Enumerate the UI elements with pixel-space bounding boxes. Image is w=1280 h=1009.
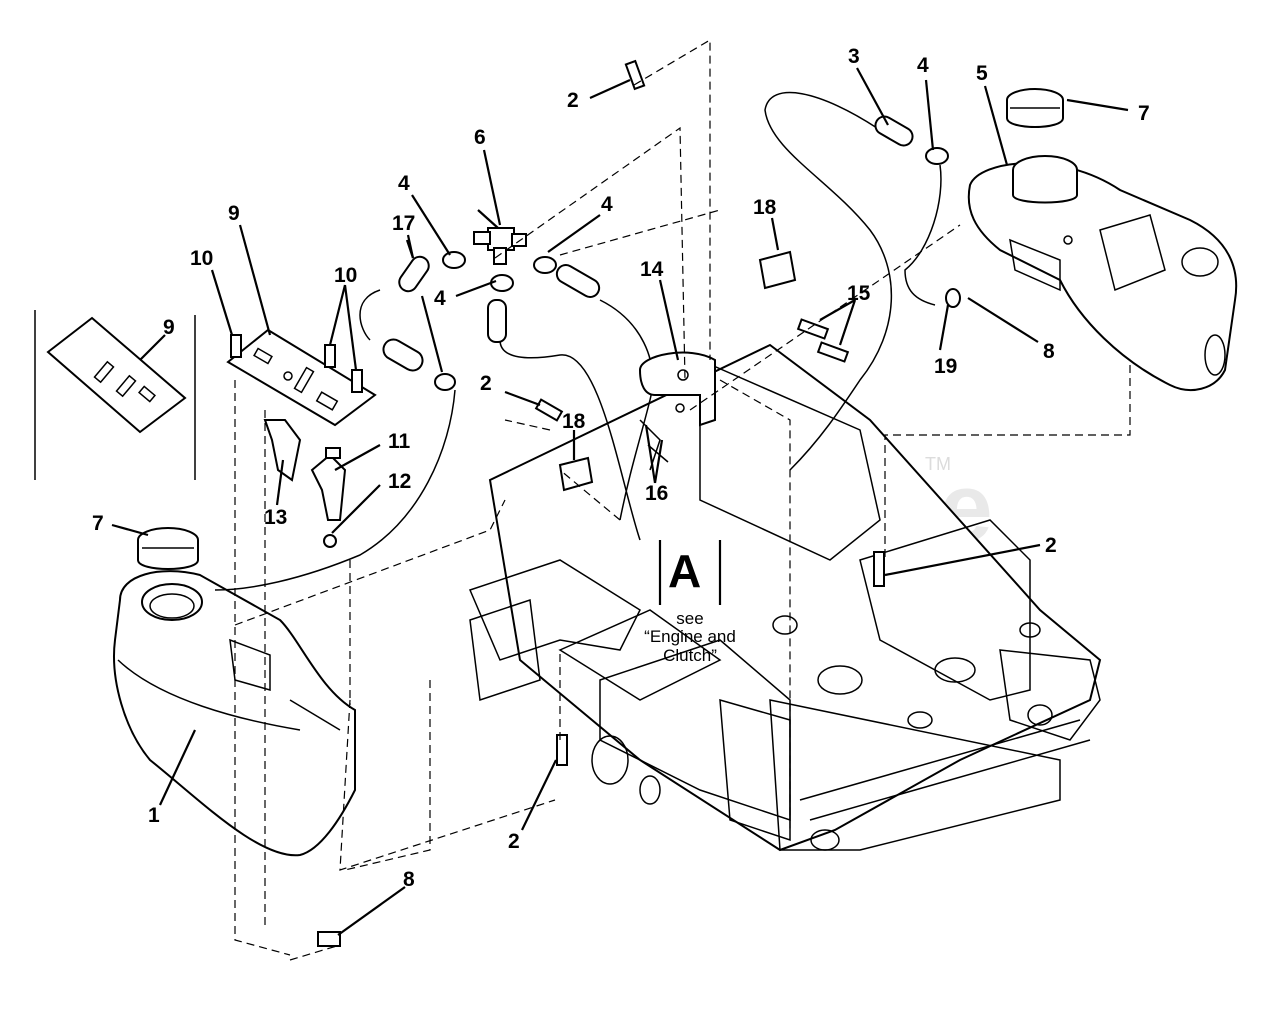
label-18: 18 <box>562 410 586 433</box>
part-number-labels: 2 3 4 5 7 6 4 4 4 17 9 10 10 9 14 18 15 … <box>92 45 1150 891</box>
label-2: 2 <box>567 89 579 112</box>
retainer-clips <box>558 250 797 492</box>
label-9: 9 <box>163 316 175 339</box>
label-15: 15 <box>847 282 871 305</box>
label-8: 8 <box>403 868 415 891</box>
reference-letter: A <box>668 545 701 597</box>
fuel-tank-right <box>967 155 1238 391</box>
engine-clutch-reference: A see “Engine and Clutch” <box>644 540 736 665</box>
label-1: 1 <box>148 804 160 827</box>
control-plate-alt <box>34 310 196 480</box>
label-6: 6 <box>474 126 486 149</box>
label-11: 11 <box>388 430 411 453</box>
label-14: 14 <box>640 258 664 281</box>
fuel-tank-left <box>113 570 356 857</box>
label-5: 5 <box>976 62 988 85</box>
bracket <box>638 351 716 427</box>
label-7: 7 <box>92 512 104 535</box>
label-12: 12 <box>388 470 411 493</box>
control-plate <box>226 328 377 427</box>
fuel-cap-left <box>137 527 199 570</box>
label-13: 13 <box>264 506 287 529</box>
label-4: 4 <box>917 54 929 77</box>
label-3: 3 <box>848 45 860 68</box>
fuel-hoses <box>382 115 914 372</box>
label-7: 7 <box>1138 102 1150 125</box>
label-8: 8 <box>1043 340 1055 363</box>
label-16: 16 <box>645 482 668 505</box>
label-4: 4 <box>601 193 613 216</box>
reference-note-3: Clutch” <box>663 646 717 665</box>
hose-clamps <box>434 147 949 391</box>
shutoff-valve <box>473 209 527 265</box>
label-2: 2 <box>480 372 492 395</box>
label-9: 9 <box>228 202 240 225</box>
fuel-cap-right <box>1006 88 1064 128</box>
levers <box>263 419 347 521</box>
watermark-trademark: TM <box>925 454 951 474</box>
fuel-lines <box>214 91 942 591</box>
label-17: 17 <box>392 212 415 235</box>
label-4: 4 <box>434 287 446 310</box>
frame-assembly <box>468 343 1102 852</box>
label-2: 2 <box>508 830 520 853</box>
label-19: 19 <box>934 355 957 378</box>
reference-note-1: see <box>676 609 703 628</box>
reference-note-2: “Engine and <box>644 627 736 646</box>
label-10: 10 <box>190 247 213 270</box>
label-2: 2 <box>1045 534 1057 557</box>
label-4: 4 <box>398 172 410 195</box>
label-18: 18 <box>753 196 777 219</box>
label-10: 10 <box>334 264 357 287</box>
leader-lines <box>111 67 1129 936</box>
